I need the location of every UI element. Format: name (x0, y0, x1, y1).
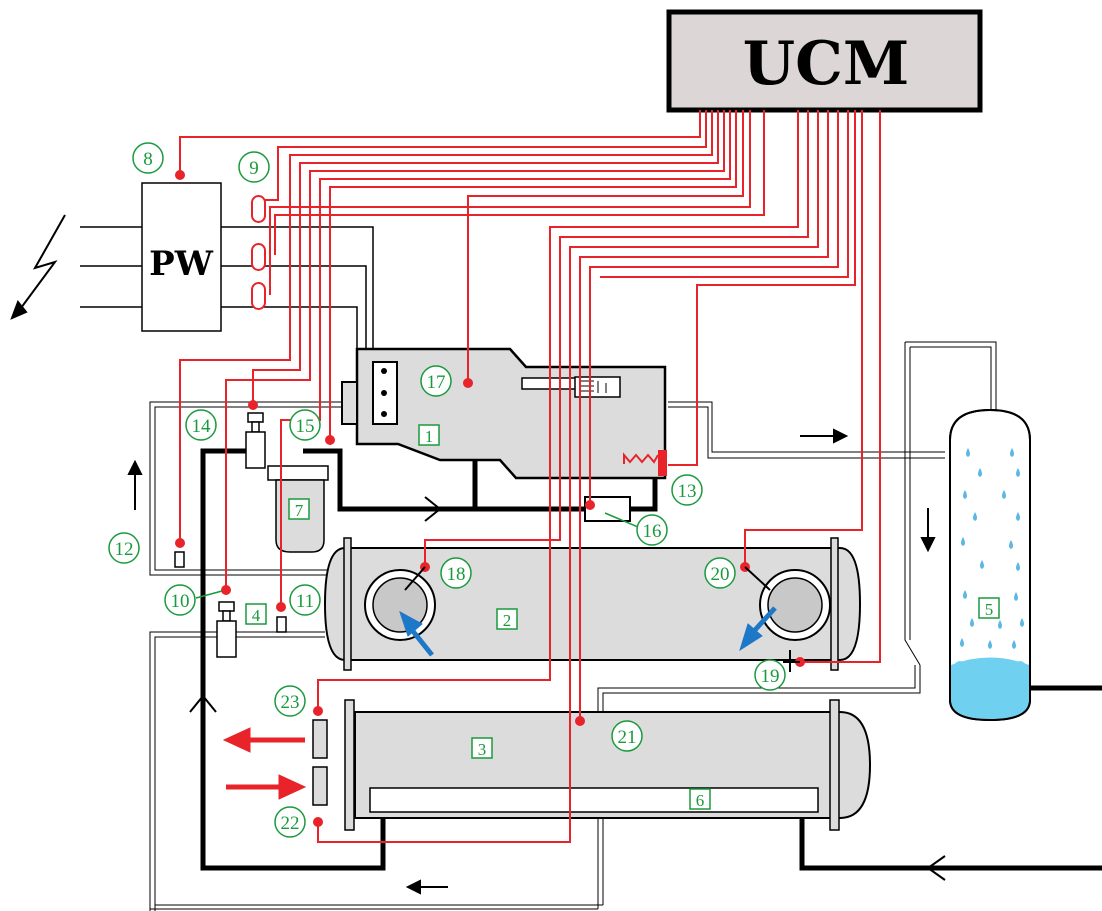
svg-text:4: 4 (252, 606, 261, 625)
callout-20: 20 (704, 557, 736, 589)
heater-icon (623, 450, 667, 476)
coil-6 (369, 787, 819, 813)
svg-text:6: 6 (696, 791, 705, 810)
callout-22: 22 (274, 806, 306, 838)
water-flow-arrow-icon (399, 606, 777, 657)
evaporator (323, 537, 862, 671)
ucm-controller (666, 9, 983, 113)
callout-13: 13 (671, 474, 703, 506)
svg-text:7: 7 (295, 501, 304, 520)
callout-19: 19 (754, 659, 786, 691)
tag-4: 4 (245, 603, 267, 625)
water-tank (949, 408, 1031, 722)
svg-text:9: 9 (249, 158, 259, 179)
svg-text:10: 10 (171, 591, 190, 612)
svg-text:23: 23 (281, 692, 300, 713)
svg-text:20: 20 (711, 564, 730, 585)
signal-wires (179, 110, 881, 843)
callout-10: 10 (164, 584, 196, 616)
condenser (312, 699, 872, 831)
svg-text:22: 22 (281, 813, 300, 834)
tag-2: 2 (496, 608, 518, 630)
valve-upper (245, 412, 266, 469)
power-input-lines (80, 226, 142, 308)
tag-1: 1 (418, 424, 440, 446)
tag-7: 7 (288, 498, 310, 520)
svg-text:11: 11 (296, 591, 314, 612)
callout-17: 17 (420, 365, 452, 397)
svg-text:19: 19 (761, 666, 780, 687)
lightning-bolt-icon (10, 214, 66, 320)
svg-text:15: 15 (296, 416, 315, 437)
water-drops-icon (960, 448, 1024, 649)
power-panel-label: PW (149, 244, 214, 284)
svg-text:1: 1 (425, 427, 434, 446)
compressor (341, 347, 667, 480)
svg-text:14: 14 (192, 416, 212, 437)
callout-8: 8 (132, 142, 164, 174)
flow-chevrons (189, 496, 946, 881)
svg-text:2: 2 (503, 611, 512, 630)
svg-text:3: 3 (478, 740, 487, 759)
ucm-label: UCM (743, 29, 910, 99)
callout-21: 21 (611, 720, 643, 752)
svg-text:12: 12 (115, 539, 134, 560)
svg-text:21: 21 (618, 727, 637, 748)
tag-6: 6 (689, 788, 711, 810)
callout-23: 23 (274, 685, 306, 717)
svg-text:16: 16 (643, 521, 662, 542)
callout-18: 18 (440, 557, 472, 589)
svg-text:5: 5 (985, 600, 994, 619)
current-sensor-loops (251, 195, 266, 310)
callout-9: 9 (238, 151, 270, 183)
leader-lines (195, 512, 639, 599)
sensor-11 (276, 616, 287, 633)
condenser-water-arrows (222, 727, 307, 800)
svg-text:8: 8 (143, 149, 153, 170)
callout-11: 11 (289, 584, 321, 616)
tag-3: 3 (471, 737, 493, 759)
tag-5: 5 (978, 597, 1000, 619)
callout-14: 14 (185, 409, 217, 441)
callout-15: 15 (289, 409, 321, 441)
callout-16: 16 (636, 514, 668, 546)
callout-12: 12 (108, 532, 140, 564)
direction-arrows (127, 428, 936, 895)
svg-text:13: 13 (678, 481, 697, 502)
svg-text:17: 17 (427, 372, 446, 393)
sensor-12 (174, 551, 185, 568)
svg-text:18: 18 (447, 564, 466, 585)
component-tags: 1 2 3 4 5 6 7 (245, 424, 1000, 810)
power-panel (141, 182, 222, 332)
probe-lines (404, 566, 800, 672)
valve-lower (216, 601, 237, 658)
callouts: 8 9 10 11 12 13 14 15 16 17 18 19 20 21 … (108, 142, 786, 838)
